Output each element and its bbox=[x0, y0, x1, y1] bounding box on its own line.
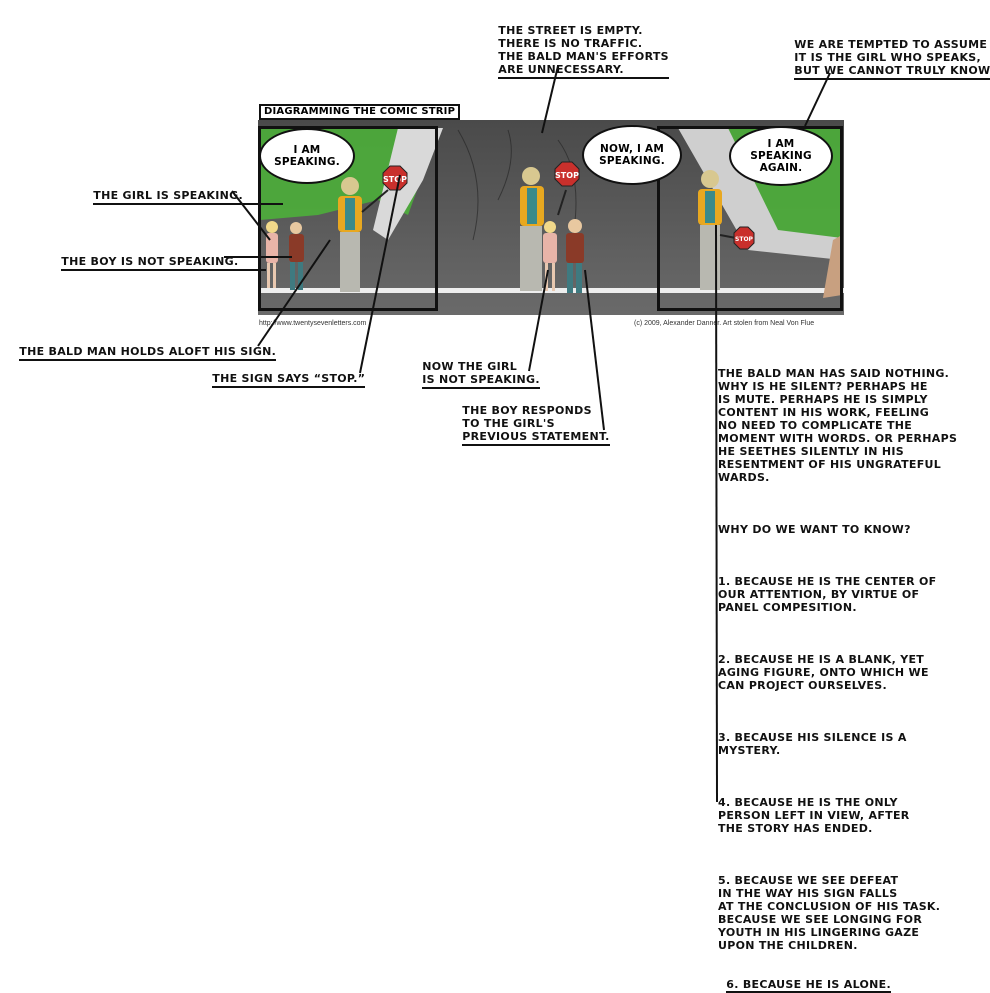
essay-block: THE BALD MAN HAS SAID NOTHING. WHY IS HE… bbox=[718, 341, 957, 993]
annotation-sign-says: THE SIGN SAYS “STOP.” bbox=[204, 359, 366, 388]
annotation-street-empty: THE STREET IS EMPTY. THERE IS NO TRAFFIC… bbox=[490, 11, 669, 79]
svg-text:STOP: STOP bbox=[555, 171, 579, 180]
essay-intro: THE BALD MAN HAS SAID NOTHING. WHY IS HE… bbox=[718, 367, 958, 484]
annotation-boy-not-speaking: THE BOY IS NOT SPEAKING. bbox=[53, 242, 267, 271]
essay-reason-2: 2. BECAUSE HE IS A BLANK, YET AGING FIGU… bbox=[718, 653, 929, 692]
annotation-text: THE STREET IS EMPTY. THERE IS NO TRAFFIC… bbox=[498, 24, 669, 79]
diagram-title: DIAGRAMMING THE COMIC STRIP bbox=[259, 104, 461, 120]
essay-reason-6: 6. BECAUSE HE IS ALONE. bbox=[726, 978, 891, 993]
credit-url[interactable]: http://www.twentysevenletters.com bbox=[259, 320, 367, 327]
panel-frame-3 bbox=[657, 126, 843, 311]
credit-copyright: (c) 2009, Alexander Danner. Art stolen f… bbox=[634, 320, 815, 327]
annotation-girl-speaking: THE GIRL IS SPEAKING. bbox=[85, 176, 283, 205]
annotation-text: THE GIRL IS SPEAKING. bbox=[93, 189, 283, 205]
annotation-girl-not-speaking: NOW THE GIRL IS NOT SPEAKING. bbox=[414, 347, 540, 389]
essay-question: WHY DO WE WANT TO KNOW? bbox=[718, 523, 911, 536]
annotation-text: THE BOY RESPONDS TO THE GIRL'S PREVIOUS … bbox=[462, 404, 610, 446]
svg-text:STOP: STOP bbox=[735, 236, 754, 243]
speech-bubble-panel2: NOW, I AM SPEAKING. bbox=[582, 125, 682, 185]
speech-bubble-panel1: I AM SPEAKING. bbox=[259, 128, 355, 184]
annotation-boy-responds: THE BOY RESPONDS TO THE GIRL'S PREVIOUS … bbox=[454, 391, 610, 446]
annotation-text: NOW THE GIRL IS NOT SPEAKING. bbox=[422, 360, 540, 389]
essay-reason-4: 4. BECAUSE HE IS THE ONLY PERSON LEFT IN… bbox=[718, 796, 910, 835]
speech-bubble-panel3: I AM SPEAKING AGAIN. bbox=[729, 126, 833, 186]
essay-reason-3: 3. BECAUSE HIS SILENCE IS A MYSTERY. bbox=[718, 731, 907, 757]
annotation-bald-man-sign: THE BALD MAN HOLDS ALOFT HIS SIGN. bbox=[11, 332, 277, 361]
essay-reason-5: 5. BECAUSE WE SEE DEFEAT IN THE WAY HIS … bbox=[718, 874, 941, 952]
annotation-text: THE BOY IS NOT SPEAKING. bbox=[61, 255, 267, 271]
annotation-tempted: WE ARE TEMPTED TO ASSUME IT IS THE GIRL … bbox=[786, 25, 990, 80]
essay-reason-1: 1. BECAUSE HE IS THE CENTER OF OUR ATTEN… bbox=[718, 575, 937, 614]
annotation-text: THE BALD MAN HOLDS ALOFT HIS SIGN. bbox=[19, 345, 277, 361]
annotation-text: THE SIGN SAYS “STOP.” bbox=[212, 372, 366, 388]
annotation-text: WE ARE TEMPTED TO ASSUME IT IS THE GIRL … bbox=[794, 38, 990, 80]
panel3-figures: STOP bbox=[698, 170, 842, 298]
